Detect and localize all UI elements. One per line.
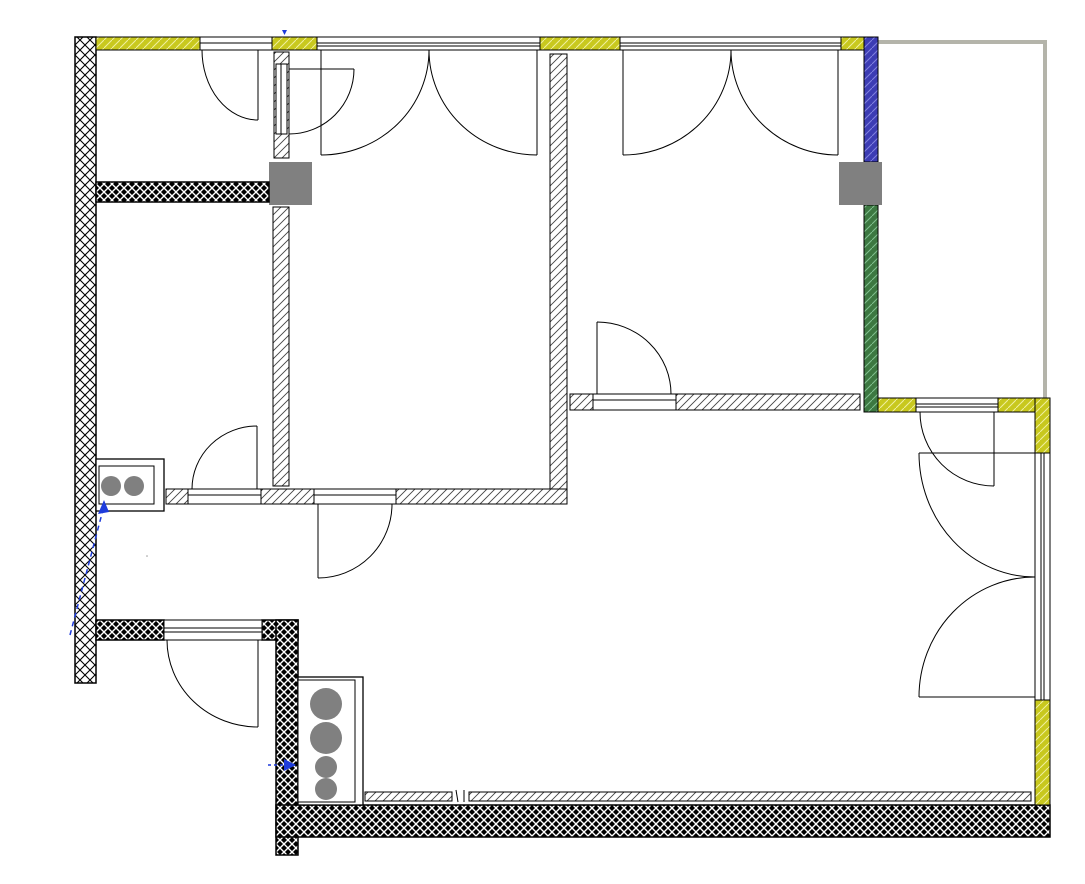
- door-double-top-middle: [320, 49, 538, 156]
- opening-lower-wall-2: [313, 488, 397, 505]
- window-top-1: [199, 36, 273, 51]
- vent-duct-icon: [297, 676, 364, 806]
- window-right-side: [1034, 452, 1051, 701]
- wall-top-yellow-2: [271, 36, 318, 51]
- marker-arrow-icon: [268, 759, 296, 771]
- column-left: [269, 162, 312, 205]
- wall-right-yellow-upper: [1034, 397, 1051, 454]
- wall-right-yellow-top: [877, 397, 917, 413]
- marker-dot: [146, 555, 148, 557]
- balcony-railing: [876, 40, 1047, 398]
- vent-duct-icon: [95, 458, 165, 512]
- door-double-right: [918, 452, 1036, 698]
- wall-green-segment: [863, 204, 879, 413]
- column-right: [839, 162, 882, 205]
- wall-blue-segment: [863, 36, 879, 163]
- door-top-left: [201, 49, 259, 121]
- wall-right-yellow-lower: [1034, 699, 1051, 806]
- wall-top-yellow-4: [840, 36, 865, 51]
- wall-gap-mark: [455, 789, 459, 803]
- window-top-2: [316, 36, 541, 51]
- door-double-top-right: [622, 49, 839, 156]
- north-arrow-icon: [69, 500, 109, 636]
- interior-wall-dark-mid: [95, 619, 165, 641]
- opening-upper-vertical: [275, 63, 288, 135]
- opening-lower-wall-1: [187, 488, 262, 505]
- marker-tick-icon: [282, 30, 287, 35]
- wall-hatched-middle-vertical: [272, 206, 290, 487]
- door-lower-left: [191, 425, 258, 490]
- window-left-dark-wall: [163, 619, 263, 641]
- door-lower-middle: [317, 503, 393, 579]
- window-right-top: [915, 397, 999, 413]
- exterior-wall-dark-bottom: [275, 804, 1051, 838]
- window-top-3: [619, 36, 842, 51]
- wall-hatched-right-vertical: [549, 53, 568, 505]
- door-left-lower: [166, 639, 259, 728]
- door-upper-right: [596, 321, 672, 395]
- wall-top-yellow-3: [539, 36, 621, 51]
- exterior-wall-left: [74, 36, 97, 684]
- door-right-top: [919, 411, 995, 487]
- wall-top-yellow-1: [95, 36, 201, 51]
- wall-hatched-bottom-left: [364, 791, 453, 802]
- interior-wall-dark-top: [95, 181, 270, 203]
- wall-hatched-bottom-main: [468, 791, 1032, 802]
- opening-upper-wall: [592, 393, 677, 411]
